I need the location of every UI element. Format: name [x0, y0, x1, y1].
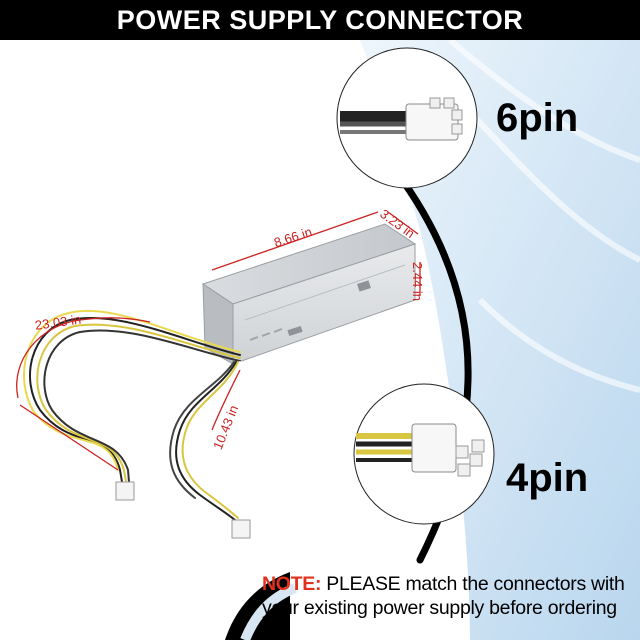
note-text: PLEASE match the connectors with your ex… — [262, 573, 625, 619]
six-pin-label: 6pin — [496, 96, 579, 140]
background-swoosh — [360, 40, 640, 640]
bottom-swoosh-light — [240, 583, 297, 640]
ordering-note: NOTE: PLEASE match the connectors with y… — [262, 572, 640, 620]
dimension-height-label: 2.44 in — [410, 262, 425, 302]
bottom-swoosh — [225, 572, 290, 640]
six-pin-bubble — [336, 47, 478, 189]
dimension-lines — [16, 211, 421, 471]
psu-box — [201, 223, 417, 365]
note-prefix: NOTE: — [262, 573, 322, 595]
short-cable-bundle — [169, 361, 251, 539]
four-pin-label: 4pin — [506, 456, 589, 500]
long-cable-bundle — [23, 309, 241, 501]
header-bar: POWER SUPPLY CONNECTOR — [0, 0, 640, 40]
four-pin-bubble — [353, 383, 495, 525]
page-title: POWER SUPPLY CONNECTOR — [116, 4, 524, 35]
